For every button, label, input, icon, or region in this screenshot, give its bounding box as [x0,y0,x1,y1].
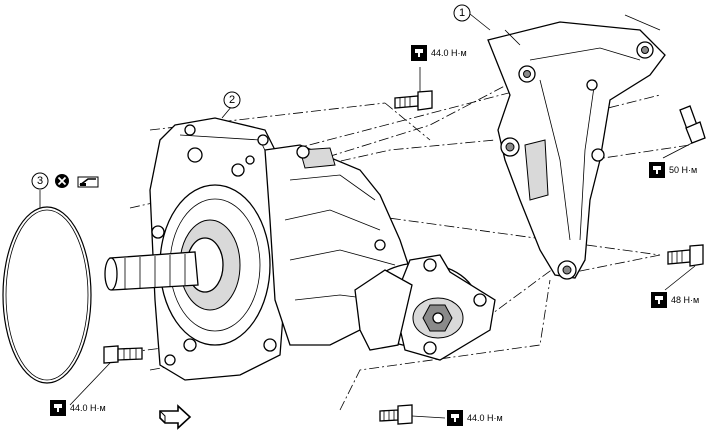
svg-text:1: 1 [459,7,465,19]
torque-label-2: 50 Н·м [649,162,697,178]
torque-wrench-icon [411,45,427,61]
svg-text:48 Н·м: 48 Н·м [671,295,699,305]
transfer-bracket [487,14,666,280]
svg-text:50 Н·м: 50 Н·м [669,165,697,175]
bolt-top [394,90,433,111]
bolt-left-lower [103,345,143,364]
torque-wrench-icon [651,292,667,308]
callout-transfer: 2 [223,91,241,109]
bolt-bottom [379,404,413,425]
o-ring [2,206,92,384]
callout-oring: 3 [31,172,49,190]
do-not-reuse-icon [55,174,69,188]
apply-oil-icon [77,176,99,188]
callout-bracket: 1 [453,4,471,22]
leader-t5 [411,415,446,419]
svg-text:44.0 Н·м: 44.0 Н·м [70,403,106,413]
torque-label-5: 44.0 Н·м [447,410,503,426]
torque-wrench-icon [649,162,665,178]
torque-label-1: 44.0 Н·м [411,45,467,61]
bolt-right-lower [667,244,704,267]
leader-t4 [69,362,111,406]
leader-t3 [664,265,696,291]
torque-wrench-icon [50,400,66,416]
leader-t2 [662,142,693,159]
svg-text:44.0 Н·м: 44.0 Н·м [431,48,467,58]
transfer-case [104,117,496,381]
o-ring-inner [5,209,89,381]
torque-label-3: 48 Н·м [651,292,699,308]
front-arrow-icon [159,404,192,430]
torque-wrench-icon [447,410,463,426]
svg-text:2: 2 [229,94,235,106]
bolt-right-upper [679,105,706,144]
svg-text:44.0 Н·м: 44.0 Н·м [467,413,503,423]
torque-label-4: 44.0 Н·м [50,400,106,416]
leader-bracket [469,13,491,31]
svg-text:3: 3 [37,175,43,187]
